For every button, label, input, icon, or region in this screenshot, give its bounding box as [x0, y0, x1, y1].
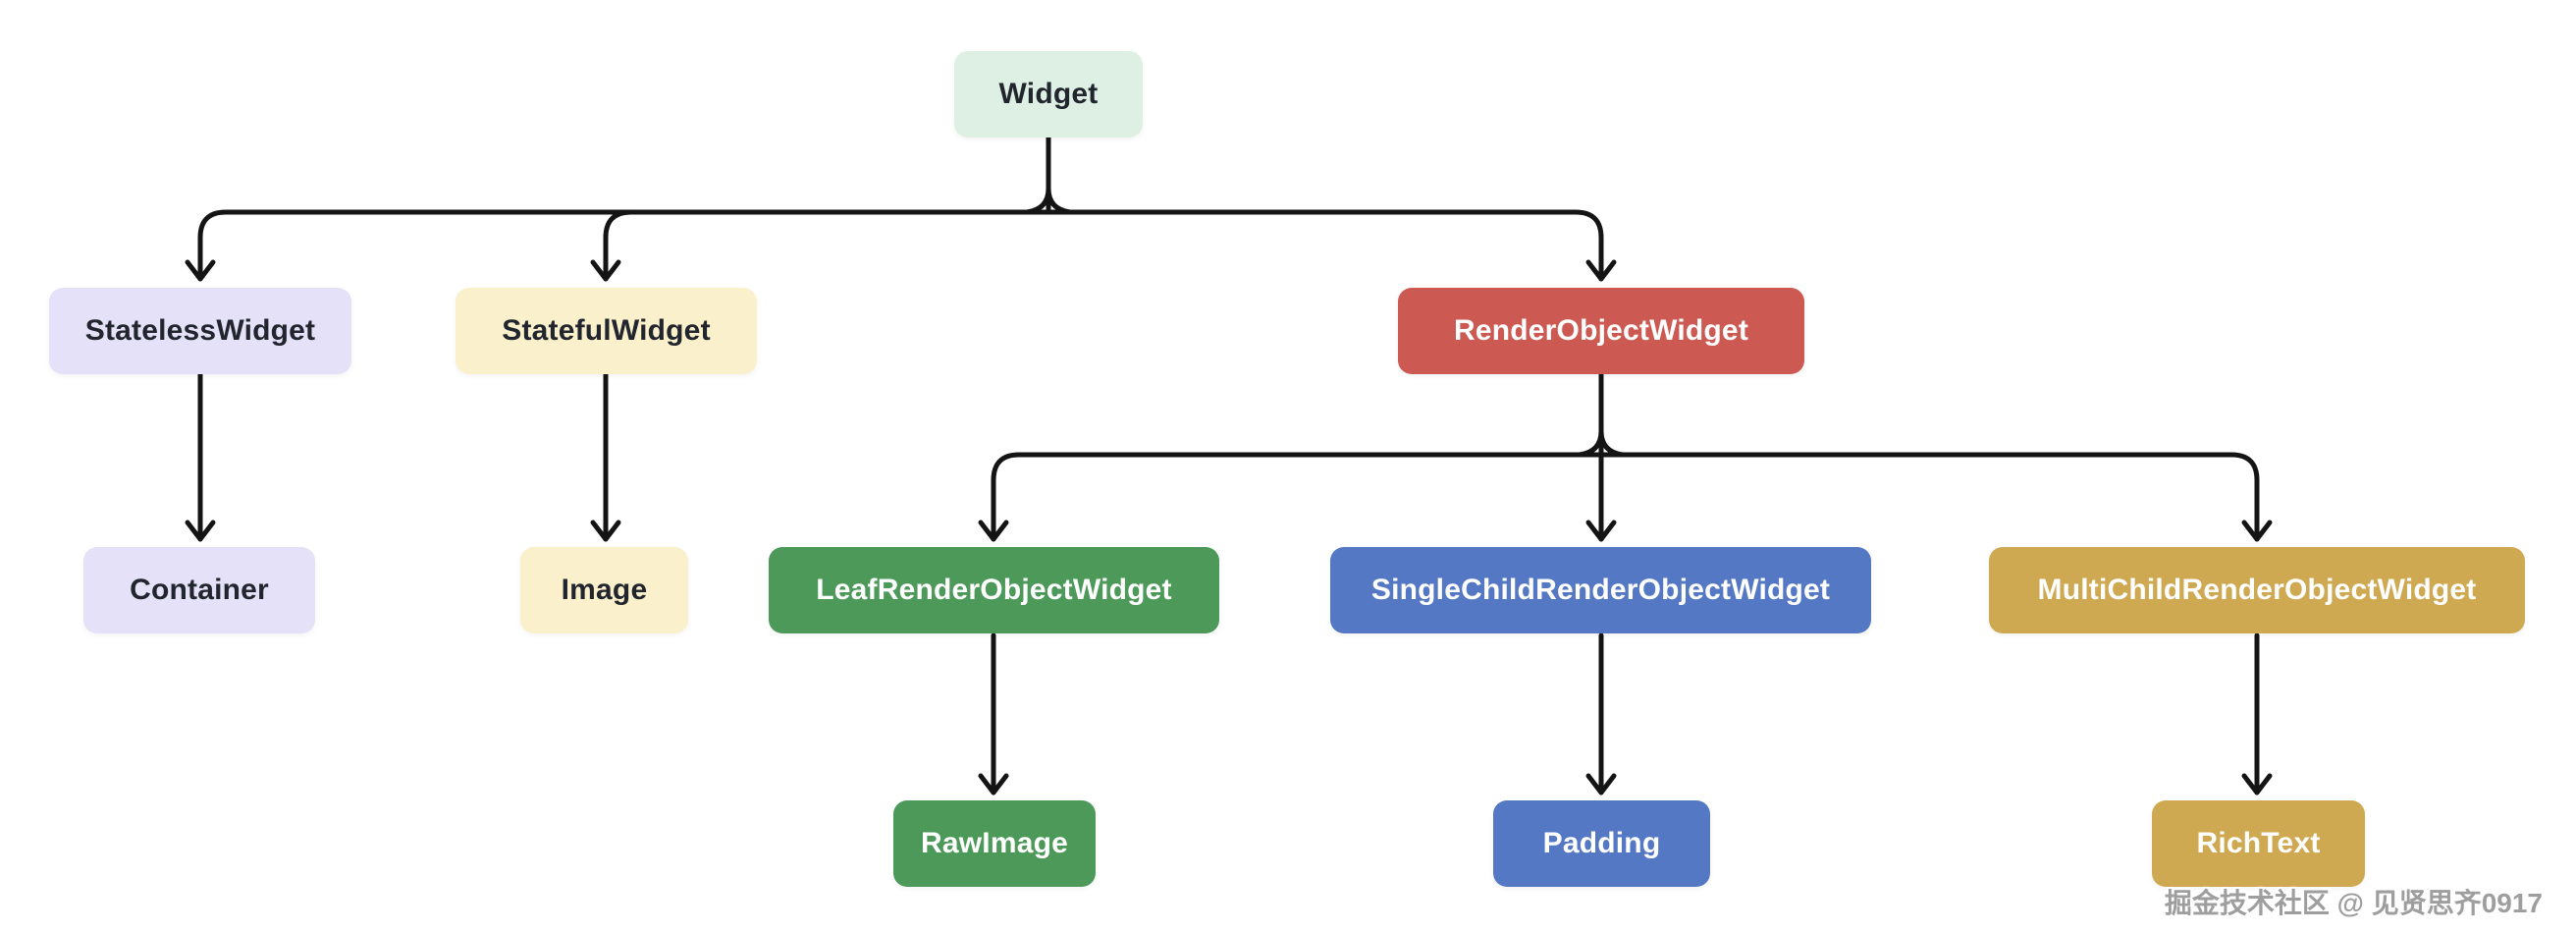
- node-render-object-widget: RenderObjectWidget: [1398, 288, 1804, 374]
- node-single-child-render-object-widget-label: SingleChildRenderObjectWidget: [1370, 574, 1831, 606]
- node-container: Container: [83, 547, 315, 633]
- node-stateful-widget-label: StatefulWidget: [502, 314, 711, 347]
- edge-widget-to-statefulwidget: [590, 209, 634, 282]
- node-multi-child-render-object-widget: MultiChildRenderObjectWidget: [1989, 547, 2525, 633]
- node-image-label: Image: [561, 574, 648, 606]
- node-widget-label: Widget: [998, 78, 1099, 110]
- node-rich-text: RichText: [2152, 800, 2365, 887]
- node-stateful-widget: StatefulWidget: [456, 288, 757, 374]
- node-single-child-render-object-widget: SingleChildRenderObjectWidget: [1330, 547, 1871, 633]
- node-image: Image: [520, 547, 688, 633]
- node-leaf-render-object-widget: LeafRenderObjectWidget: [769, 547, 1219, 633]
- node-raw-image: RawImage: [893, 800, 1096, 887]
- junction-fillet-left: [1024, 186, 1051, 215]
- node-leaf-render-object-widget-label: LeafRenderObjectWidget: [816, 574, 1172, 606]
- watermark: 掘金技术社区 @ 见贤思齐0917: [2164, 888, 2543, 918]
- node-padding-label: Padding: [1542, 827, 1661, 859]
- node-rich-text-label: RichText: [2196, 827, 2321, 859]
- node-stateless-widget-label: StatelessWidget: [84, 314, 316, 347]
- node-stateless-widget: StatelessWidget: [49, 288, 351, 374]
- edge-renderobjectwidget-to-multichild: [1598, 452, 2273, 542]
- node-widget: Widget: [954, 51, 1143, 137]
- node-render-object-widget-label: RenderObjectWidget: [1453, 314, 1749, 347]
- junction-fillet-right: [1046, 186, 1073, 215]
- junction-fillet-left-2: [1577, 428, 1604, 458]
- edge-renderobjectwidget-to-leaf: [978, 452, 1604, 542]
- node-multi-child-render-object-widget-label: MultiChildRenderObjectWidget: [2037, 574, 2477, 606]
- junction-fillet-right-2: [1598, 428, 1626, 458]
- node-container-label: Container: [130, 574, 269, 606]
- edge-widget-to-statelesswidget: [185, 209, 1051, 282]
- edge-widget-to-renderobjectwidget: [1046, 209, 1617, 282]
- node-raw-image-label: RawImage: [921, 827, 1068, 859]
- node-padding: Padding: [1493, 800, 1710, 887]
